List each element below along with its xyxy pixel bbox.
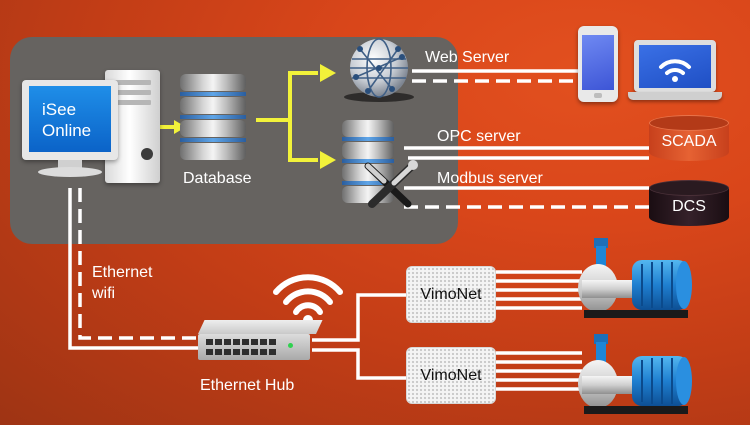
arrowhead-web bbox=[320, 64, 336, 82]
hub-to-vimonet1-line bbox=[312, 293, 406, 342]
ethernet-hub-label: Ethernet Hub bbox=[200, 377, 295, 394]
power-button-icon bbox=[141, 148, 153, 160]
database-to-server-arrow bbox=[288, 120, 318, 162]
globe-icon bbox=[350, 38, 408, 98]
database-icon bbox=[180, 74, 250, 164]
ethernet-label: Ethernet bbox=[92, 264, 153, 281]
modbus-server-label: Modbus server bbox=[437, 170, 543, 187]
vimonet-node-1: VimoNet bbox=[406, 266, 496, 323]
hub-front bbox=[198, 334, 310, 360]
vimonet1-cables bbox=[496, 270, 582, 310]
vimonet-node-2: VimoNet bbox=[406, 347, 496, 404]
app-name-line2: Online bbox=[42, 121, 92, 140]
phone-icon bbox=[578, 26, 618, 102]
wifi-label: wifi bbox=[92, 285, 116, 302]
phone-screen bbox=[582, 35, 614, 90]
web-server-label: Web Server bbox=[425, 49, 510, 66]
ethernet-line bbox=[68, 188, 198, 350]
wifi-icon bbox=[273, 274, 343, 325]
status-led-icon bbox=[288, 343, 293, 348]
ethernet-wifi-label: Ethernet wifi bbox=[92, 262, 152, 304]
monitor-screen: iSee Online bbox=[29, 86, 111, 152]
wifi-dashed-line bbox=[78, 188, 198, 340]
monitor-base bbox=[38, 167, 102, 177]
scada-label: SCADA bbox=[661, 133, 717, 150]
vimonet-label-2: VimoNet bbox=[420, 367, 482, 384]
dcs-label: DCS bbox=[672, 198, 706, 215]
laptop-base bbox=[628, 92, 722, 100]
phone-home-button bbox=[594, 93, 602, 98]
monitor-stand bbox=[58, 160, 82, 168]
wifi-signal-icon bbox=[659, 59, 691, 82]
app-name-line1: iSee bbox=[42, 100, 77, 119]
arrowhead-server bbox=[320, 151, 336, 169]
app-name: iSee Online bbox=[42, 99, 91, 141]
laptop-lid bbox=[634, 40, 716, 92]
database-label: Database bbox=[183, 170, 252, 187]
pump-motor-icon bbox=[578, 238, 692, 318]
server-icon bbox=[342, 120, 412, 210]
monitor: iSee Online bbox=[22, 80, 118, 160]
computer-workstation: iSee Online bbox=[22, 70, 162, 190]
tools-icon bbox=[364, 160, 418, 208]
database-to-web-arrow bbox=[256, 71, 318, 122]
pump-motor-icon bbox=[578, 334, 692, 414]
hub-top bbox=[198, 320, 323, 334]
opc-server-label: OPC server bbox=[437, 128, 521, 145]
dcs-system: DCS bbox=[649, 180, 729, 232]
laptop-icon bbox=[628, 40, 722, 102]
vimonet2-cables bbox=[496, 351, 582, 391]
hub-to-vimonet2-line bbox=[312, 348, 406, 380]
laptop-screen bbox=[639, 45, 711, 88]
ethernet-hub-icon bbox=[198, 320, 323, 366]
scada-system: SCADA bbox=[649, 115, 729, 167]
vimonet-label-1: VimoNet bbox=[420, 286, 482, 303]
